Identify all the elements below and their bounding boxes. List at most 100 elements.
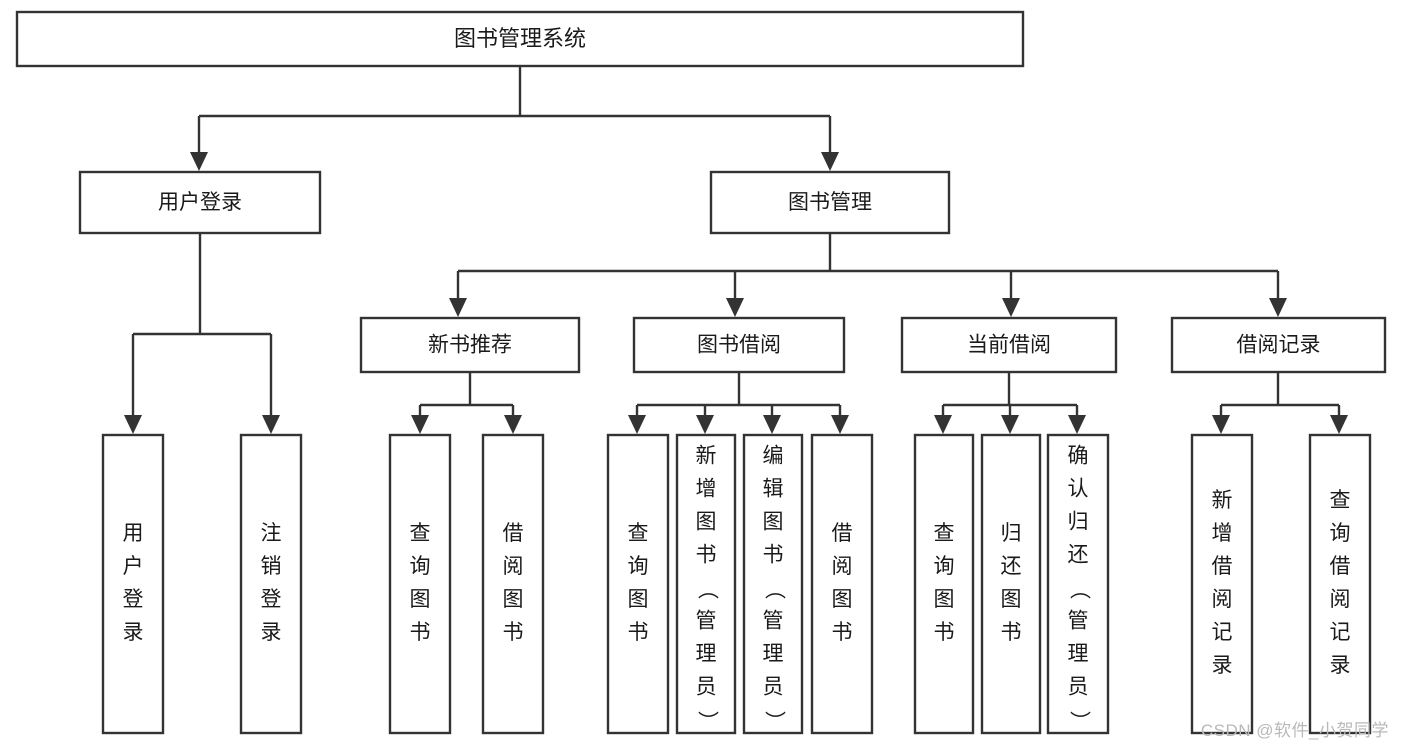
arrow-head-icon [1269, 298, 1287, 317]
node-label-char: ） [1067, 711, 1090, 732]
node-label-char: 询 [1330, 522, 1351, 545]
arrow-head-icon [763, 415, 781, 434]
node-label-char: 阅 [503, 555, 524, 578]
node-box[interactable] [632, 316, 846, 374]
node-box[interactable] [359, 316, 581, 374]
node-label-char: 认 [1068, 478, 1089, 501]
node-label-char: 注 [261, 522, 282, 545]
node-label-char: 户 [123, 555, 144, 578]
node-box[interactable] [1046, 433, 1110, 735]
node-label-char: 书 [410, 621, 431, 644]
node-label-char: 图 [696, 511, 717, 534]
node-label-char: 图 [763, 511, 784, 534]
arrow-head-icon [696, 415, 714, 434]
node-label-char: 书 [628, 621, 649, 644]
node-box[interactable] [239, 433, 303, 735]
connector-layer [124, 66, 1348, 434]
node-label-char: 理 [763, 643, 784, 666]
node-box[interactable] [980, 433, 1042, 735]
arrow-head-icon [449, 298, 467, 317]
node-label-char: 辑 [763, 478, 784, 501]
node-label-char: 员 [696, 676, 717, 699]
node-box[interactable] [900, 316, 1118, 374]
node-box[interactable] [675, 433, 737, 735]
arrow-head-icon [1068, 415, 1086, 434]
connector-group-book-manage [449, 233, 1287, 317]
node-label-char: 理 [696, 643, 717, 666]
node-label-char: 录 [123, 621, 144, 644]
node-new-book-recommend[interactable]: 新书推荐 [359, 316, 581, 374]
node-label-char: 书 [696, 544, 717, 567]
node-box[interactable] [1308, 433, 1372, 735]
connector-group-root [190, 66, 839, 171]
node-label-char: 管 [696, 610, 717, 633]
node-label-char: （ [1067, 579, 1090, 600]
node-box[interactable] [742, 433, 804, 735]
node-label-char: 查 [628, 522, 649, 545]
arrow-head-icon [504, 415, 522, 434]
arrow-head-icon [831, 415, 849, 434]
node-label-char: 书 [934, 621, 955, 644]
node-root[interactable]: 图书管理系统 [15, 10, 1025, 68]
node-leaf-user-login[interactable]: 用户登录 [101, 433, 165, 735]
node-label-char: 确 [1068, 445, 1089, 468]
node-label-char: 图 [832, 588, 853, 611]
node-book-manage[interactable]: 图书管理 [709, 170, 951, 235]
node-box[interactable] [709, 170, 951, 235]
node-borrow-record[interactable]: 借阅记录 [1170, 316, 1387, 374]
node-current-borrow[interactable]: 当前借阅 [900, 316, 1118, 374]
node-box[interactable] [606, 433, 670, 735]
node-box[interactable] [1190, 433, 1254, 735]
arrow-head-icon [124, 415, 142, 434]
arrow-head-icon [1330, 415, 1348, 434]
node-box[interactable] [913, 433, 975, 735]
node-label-char: 书 [763, 544, 784, 567]
connector-group-user-login [124, 233, 280, 434]
arrow-head-icon [1212, 415, 1230, 434]
node-label-char: 书 [832, 621, 853, 644]
node-book-borrow[interactable]: 图书借阅 [632, 316, 846, 374]
node-user-login[interactable]: 用户登录 [78, 170, 322, 235]
node-label-char: 询 [628, 555, 649, 578]
node-box[interactable] [101, 433, 165, 735]
node-label-char: 询 [410, 555, 431, 578]
node-label-char: 询 [934, 555, 955, 578]
node-box[interactable] [810, 433, 874, 735]
node-layer: 图书管理系统用户登录图书管理新书推荐图书借阅当前借阅借阅记录用户登录注销登录查询… [15, 10, 1387, 735]
arrow-head-icon [411, 415, 429, 434]
node-box[interactable] [78, 170, 322, 235]
arrow-head-icon [262, 415, 280, 434]
node-label-char: 阅 [1212, 588, 1233, 611]
node-box[interactable] [15, 10, 1025, 68]
node-label-char: 录 [1212, 654, 1233, 677]
node-box[interactable] [388, 433, 452, 735]
node-label-char: 记 [1212, 621, 1233, 644]
arrow-head-icon [1001, 415, 1019, 434]
node-label-char: 借 [832, 522, 853, 545]
node-label-char: 记 [1330, 621, 1351, 644]
node-box[interactable] [1170, 316, 1387, 374]
node-box[interactable] [481, 433, 545, 735]
node-label: 图书管理系统 [454, 26, 586, 51]
